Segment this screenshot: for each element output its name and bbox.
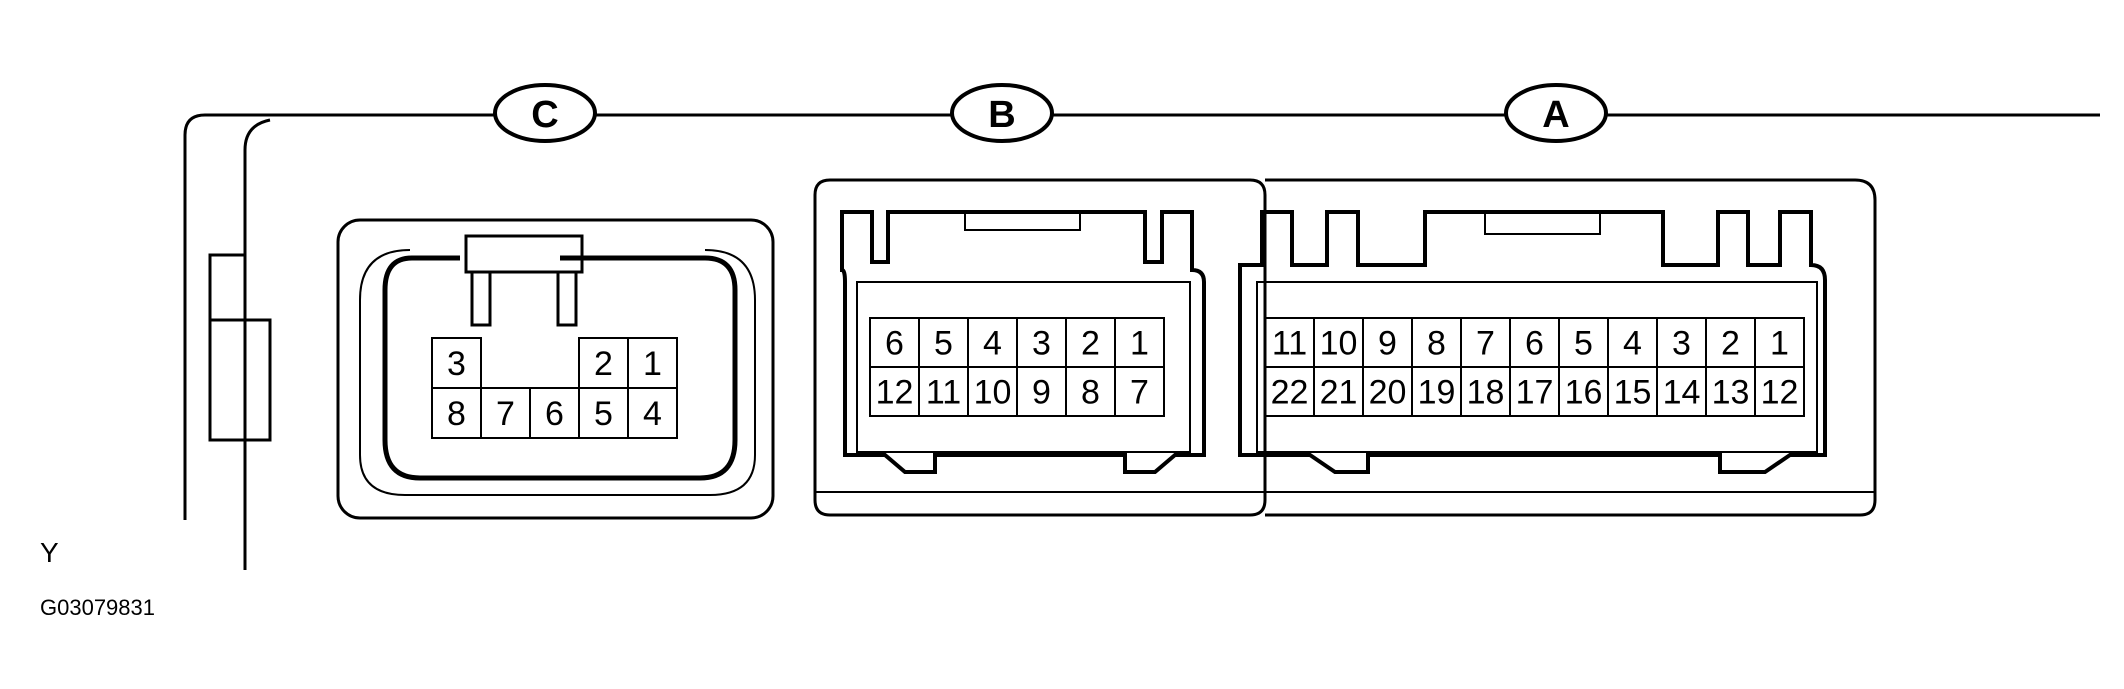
pin-number: 9 <box>1032 374 1051 412</box>
pin-number: 6 <box>885 325 904 363</box>
mounting-bracket-step <box>210 318 272 442</box>
ecu-housing <box>183 113 2100 570</box>
pin-number: 5 <box>1574 325 1593 363</box>
svg-text:A: A <box>1542 94 1569 136</box>
pin-number: 2 <box>1721 325 1740 363</box>
pin-number: 8 <box>1427 325 1446 363</box>
svg-text:C: C <box>531 94 558 136</box>
housing-inner-edge <box>243 118 271 570</box>
connector-c-shell <box>382 255 738 481</box>
pin-number: 11 <box>1272 325 1307 363</box>
pin-number: 12 <box>876 374 914 412</box>
connector-b-inner-frame <box>856 281 1191 453</box>
pin-number: 7 <box>1130 374 1149 412</box>
svg-text:B: B <box>988 94 1015 136</box>
pin-number: 3 <box>1032 325 1051 363</box>
housing-outer-edge <box>183 113 2100 520</box>
pin-number: 21 <box>1320 374 1358 412</box>
pin-number: 17 <box>1516 374 1554 412</box>
pin-number: 14 <box>1663 374 1701 412</box>
pin-number: 4 <box>643 395 662 433</box>
pin-number: 1 <box>1770 325 1789 363</box>
pin-cell <box>627 387 678 439</box>
pin-number: 2 <box>1081 325 1100 363</box>
connector-c-latch <box>464 234 584 274</box>
pin-number: 12 <box>1761 374 1799 412</box>
pin-number: 4 <box>1623 325 1642 363</box>
mounting-bracket <box>208 253 245 442</box>
pin-number: 3 <box>447 345 466 383</box>
pin-number: 6 <box>1525 325 1544 363</box>
pin-number: 10 <box>1320 325 1358 363</box>
pin-number: 15 <box>1614 374 1652 412</box>
pin-number: 4 <box>983 325 1002 363</box>
pin-number: 22 <box>1271 374 1309 412</box>
pin-number: 20 <box>1369 374 1407 412</box>
pin-number: 19 <box>1418 374 1456 412</box>
pin-number: 1 <box>1130 325 1149 363</box>
connector-c-latch-right-leg <box>556 272 578 327</box>
connector-a-body <box>1238 210 1827 474</box>
pin-number: 13 <box>1712 374 1750 412</box>
connector-a-inner-frame <box>1256 281 1818 453</box>
pin-number: 11 <box>926 374 961 412</box>
connector-a-latch <box>1484 211 1601 235</box>
connector-label-b: B <box>950 83 1054 143</box>
connector-a-housing <box>1265 178 1877 517</box>
pin-number: 16 <box>1565 374 1603 412</box>
connector-label-c: C <box>493 83 597 143</box>
connector-b-latch <box>964 211 1081 231</box>
figure-code: G03079831 <box>40 595 155 620</box>
pin-number: 10 <box>974 374 1012 412</box>
corner-marker: Y <box>40 537 59 568</box>
pin-number: 3 <box>1672 325 1691 363</box>
pin-number: 2 <box>594 345 613 383</box>
pin-number: 5 <box>934 325 953 363</box>
connector-b-housing <box>813 178 1267 517</box>
pin-number: 7 <box>1476 325 1495 363</box>
pin-cell <box>1754 366 1805 417</box>
pin-number: 18 <box>1467 374 1505 412</box>
connector-c-outer-frame <box>336 218 775 520</box>
pin-number: 7 <box>496 395 515 433</box>
pin-number: 1 <box>643 345 662 383</box>
pin-number: 6 <box>545 395 564 433</box>
pin-cell <box>1114 366 1165 417</box>
connector-b-body <box>840 210 1206 474</box>
connector-c-latch-left-leg <box>470 272 492 327</box>
connector-c-inner-shell <box>359 249 756 496</box>
pin-number: 9 <box>1378 325 1397 363</box>
connector-label-a: A <box>1504 83 1608 143</box>
pin-number: 5 <box>594 395 613 433</box>
pin-number: 8 <box>1081 374 1100 412</box>
pin-number: 8 <box>447 395 466 433</box>
